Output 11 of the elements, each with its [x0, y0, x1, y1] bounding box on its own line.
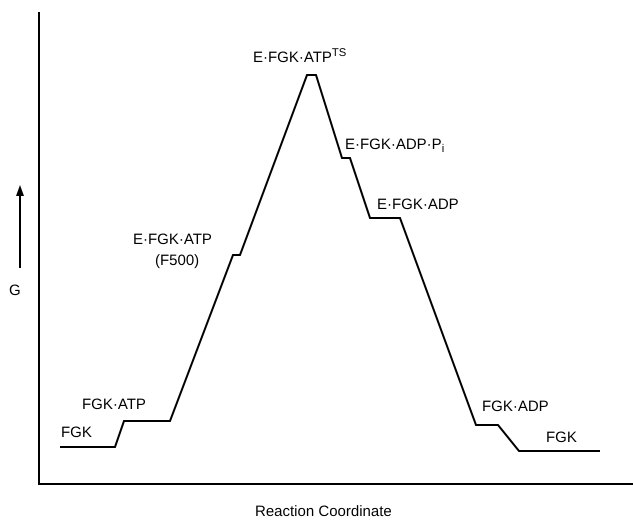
state-label: E·FGK·ATP — [133, 231, 212, 249]
axis-title: G — [9, 282, 21, 300]
state-label: E·FGK·ATP$^{TS}$ — [253, 49, 346, 67]
axis-title: Reaction Coordinate — [255, 503, 392, 521]
state-label: E·FGK·ADP·P$_{i}$ — [345, 136, 444, 154]
state-label: FGK — [546, 429, 577, 447]
state-label: E·FGK·ADP — [377, 196, 459, 214]
state-label: (F500) — [155, 252, 200, 270]
state-label: FGK — [61, 424, 92, 442]
state-label: FGK·ATP — [82, 396, 146, 414]
state-label: FGK·ADP — [482, 398, 549, 416]
